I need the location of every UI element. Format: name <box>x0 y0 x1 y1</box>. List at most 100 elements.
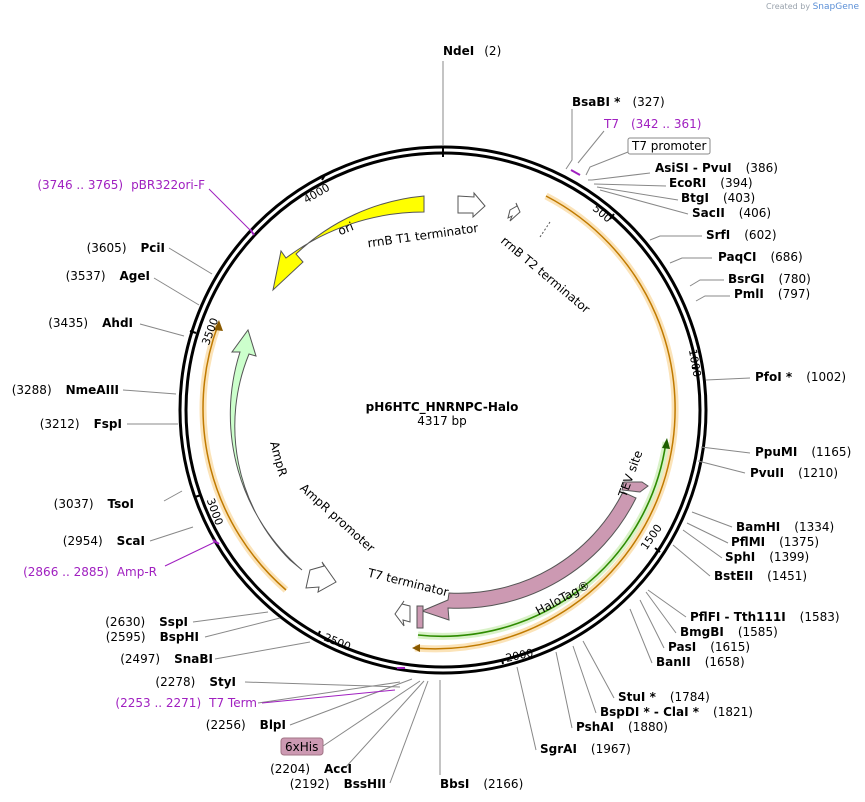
his-tag-label[interactable]: 6xHis <box>285 740 318 754</box>
enzyme-name: EcoRI <box>669 176 706 190</box>
enzyme-site[interactable]: BsaBI *(327) <box>572 95 665 109</box>
enzyme-name: BsrGI <box>728 272 765 286</box>
leader-line <box>139 323 185 337</box>
enzyme-site[interactable]: SgrAI(1967) <box>540 742 631 756</box>
enzyme-position: (394) <box>720 176 752 190</box>
enzyme-position: (1165) <box>811 445 851 459</box>
enzyme-site[interactable]: PasI(1615) <box>668 640 750 654</box>
enzyme-position: (2) <box>484 44 501 58</box>
enzyme-name: PflFI - Tth111I <box>690 610 786 624</box>
leader-line <box>389 680 429 784</box>
enzyme-site[interactable]: PfoI *(1002) <box>755 370 846 384</box>
enzyme-site[interactable]: SrfI(602) <box>706 228 777 242</box>
leader-line <box>572 645 597 714</box>
insert-arc <box>417 441 667 638</box>
enzyme-site[interactable]: PaqCI(686) <box>718 250 803 264</box>
enzyme-name: PaqCI <box>718 250 756 264</box>
enzyme-site[interactable]: SphI(1399) <box>725 550 809 564</box>
enzyme-name: PvuII <box>750 466 784 480</box>
enzyme-name: NmeAIII <box>66 383 119 397</box>
orf-arc-left-arrowhead <box>214 320 223 331</box>
enzyme-site[interactable]: AsiSI - PvuI(386) <box>655 161 778 175</box>
credit-text: Created by <box>766 2 811 11</box>
enzyme-site[interactable]: NdeI(2) <box>443 44 501 58</box>
enzyme-site[interactable]: SacII(406) <box>692 206 771 220</box>
enzyme-name: PfoI * <box>755 370 793 384</box>
enzyme-position: (1821) <box>713 705 753 719</box>
primer-site[interactable]: (2253 .. 2271)T7 Term <box>115 696 257 710</box>
leader-line <box>647 589 687 618</box>
primer-site[interactable]: T7(342 .. 361) <box>603 117 701 131</box>
created-by-credit: Created by SnapGene <box>766 2 859 12</box>
leader-line <box>689 279 724 287</box>
primer-leader <box>261 689 396 704</box>
enzyme-site[interactable]: (2192)BssHII <box>290 777 386 791</box>
leader-line <box>686 522 729 544</box>
enzyme-site[interactable]: (3212)FspI <box>40 417 122 431</box>
enzyme-site[interactable]: PflFI - Tth111I(1583) <box>690 610 840 624</box>
enzyme-name: TsoI <box>108 497 134 511</box>
ampr-feature <box>229 328 303 571</box>
enzyme-site[interactable]: (2497)SnaBI <box>120 652 213 666</box>
enzyme-site[interactable]: BsrGI (780) <box>728 272 811 286</box>
primer-range: (2253 .. 2271) <box>115 696 201 710</box>
enzyme-site[interactable]: (2256)BlpI <box>206 718 286 732</box>
primer-mark <box>249 228 255 236</box>
enzyme-site[interactable]: (3435)AhdI <box>48 316 133 330</box>
enzyme-site[interactable]: PmlI (797) <box>734 287 810 301</box>
enzyme-site[interactable]: BtgI(403) <box>681 191 755 205</box>
enzyme-site[interactable]: (2595)BspHI <box>106 630 199 644</box>
enzyme-site[interactable]: BstEII(1451) <box>714 569 807 583</box>
enzyme-position: (1658) <box>705 655 745 669</box>
enzyme-name: SrfI <box>706 228 730 242</box>
enzyme-site[interactable]: PvuII (1210) <box>750 466 838 480</box>
enzyme-position: (1585) <box>738 625 778 639</box>
enzyme-site[interactable]: PflMI(1375) <box>731 535 819 549</box>
t7-promoter-label[interactable]: T7 promoter <box>631 139 707 153</box>
orf-arc-right-arrowhead <box>412 644 420 652</box>
enzyme-site[interactable]: StuI *(1784) <box>618 690 710 704</box>
primer-site[interactable]: (2866 .. 2885)Amp-R <box>23 565 157 579</box>
enzyme-site[interactable]: (2954)ScaI <box>63 534 145 548</box>
enzyme-site[interactable]: (3037) TsoI <box>54 497 134 511</box>
enzyme-position: (780) <box>779 272 811 286</box>
primer-labels: T7(342 .. 361) (2253 .. 2271)T7 Term (28… <box>23 117 701 710</box>
enzyme-site[interactable]: EcoRI (394) <box>669 176 753 190</box>
enzyme-position: (386) <box>746 161 778 175</box>
enzyme-position: (3037) <box>54 497 94 511</box>
enzyme-name: PmlI <box>734 287 764 301</box>
enzyme-site[interactable]: (3537)AgeI <box>66 269 150 283</box>
enzyme-site[interactable]: BbsI(2166) <box>440 777 523 791</box>
enzyme-site[interactable]: (3605)PciI <box>87 241 165 255</box>
enzyme-site[interactable]: (2278)StyI <box>155 675 236 689</box>
enzyme-site[interactable]: BamHI(1334) <box>736 520 834 534</box>
his-tag-leader <box>322 680 421 747</box>
enzyme-name: SphI <box>725 550 755 564</box>
leader-line <box>669 257 712 264</box>
enzyme-position: (1210) <box>798 466 838 480</box>
primer-site[interactable]: (3746 .. 3765)pBR322ori-F <box>37 178 205 192</box>
enzyme-site[interactable]: BspDI * - ClaI *(1821) <box>600 705 753 719</box>
enzyme-name: PshAI <box>576 720 614 734</box>
enzyme-site[interactable]: (3288)NmeAIII <box>12 383 119 397</box>
enzyme-site[interactable]: (2204)AccI <box>270 762 352 776</box>
leader-line <box>682 529 723 559</box>
primer-name: T7 <box>603 117 619 131</box>
enzyme-name: StuI * <box>618 690 657 704</box>
enzyme-position: (327) <box>632 95 664 109</box>
orf-arc-left <box>202 324 287 591</box>
enzyme-site[interactable]: (2630)SspI <box>105 615 188 629</box>
leader-line <box>645 591 677 634</box>
enzyme-position: (797) <box>778 287 810 301</box>
enzyme-site[interactable]: PshAI(1880) <box>576 720 668 734</box>
enzyme-site[interactable]: BanII(1658) <box>656 655 745 669</box>
enzyme-name: ScaI <box>117 534 145 548</box>
enzyme-position: (2630) <box>105 615 145 629</box>
enzyme-site[interactable]: PpuMI(1165) <box>755 445 851 459</box>
t7-terminator-label: T7 terminator <box>365 566 450 600</box>
tick-mark <box>189 330 197 334</box>
enzyme-name: SacII <box>692 206 725 220</box>
enzyme-position: (1615) <box>710 640 750 654</box>
enzyme-position: (2256) <box>206 718 246 732</box>
enzyme-site[interactable]: BmgBI(1585) <box>680 625 778 639</box>
